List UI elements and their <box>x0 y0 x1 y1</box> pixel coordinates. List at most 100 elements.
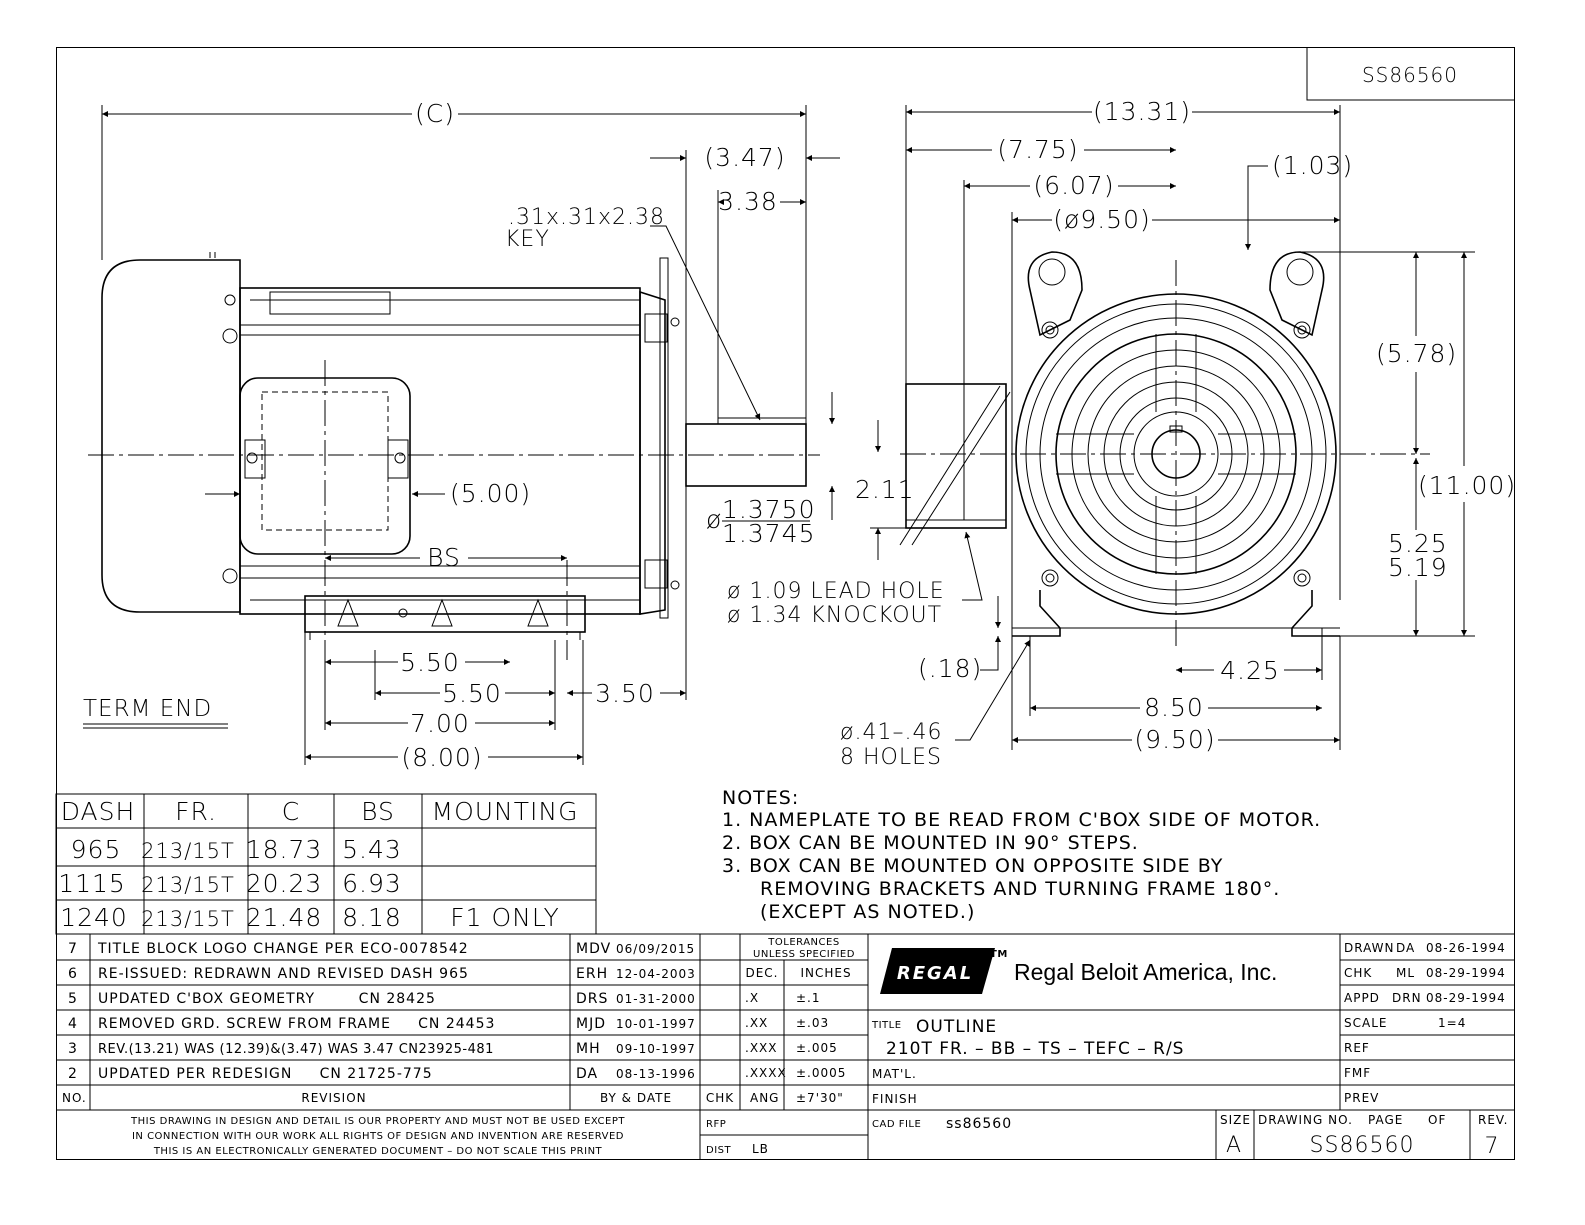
note-line: 2. BOX CAN BE MOUNTED IN 90° STEPS. <box>722 832 1139 854</box>
rev-header-chk: CHK <box>706 1091 734 1105</box>
rev-by: DA <box>576 1066 598 1082</box>
finish-label: FINISH <box>872 1092 918 1106</box>
key-size: .31x.31x2.38 <box>508 205 665 230</box>
knockout-text: ø 1.34 KNOCKOUT <box>727 603 942 628</box>
tol-val: ±.1 <box>796 991 821 1005</box>
dim-425: 4.25 <box>1220 656 1280 685</box>
rev-text: UPDATED C'BOX GEOMETRY CN 28425 <box>98 991 436 1007</box>
approval-label: DRAWN <box>1344 941 1395 955</box>
table-cell: 18.73 <box>246 835 323 864</box>
rev-header-revision: REVISION <box>301 1091 366 1105</box>
dim-850: 8.50 <box>1144 693 1204 722</box>
rev-by: ERH <box>576 966 608 982</box>
table-cell: 21.48 <box>246 903 323 932</box>
table-cell: 213/15T <box>141 873 235 897</box>
rev-no: 5 <box>68 991 78 1007</box>
dash-header-mounting: MOUNTING <box>432 797 579 826</box>
table-cell: 213/15T <box>141 907 235 931</box>
dim-211: 2.11 <box>855 475 915 504</box>
cad-file-label: CAD FILE <box>872 1119 921 1130</box>
tolerances-col-inches: INCHES <box>800 966 851 980</box>
tol-dec: ANG <box>750 1091 779 1105</box>
rev-text: REV.(13.21) WAS (12.39)&(3.47) WAS 3.47 … <box>98 1042 494 1057</box>
rev-header-no: NO. <box>62 1091 87 1105</box>
rev-no: 6 <box>68 966 78 982</box>
rev-by: MJD <box>576 1016 606 1032</box>
approval-label: PREV <box>1344 1091 1379 1105</box>
company-name: Regal Beloit America, Inc. <box>1014 959 1277 985</box>
approval-who: DA <box>1396 941 1415 955</box>
holes-dia: ø.41–.46 <box>840 720 942 745</box>
page-label: PAGE <box>1368 1113 1403 1127</box>
approval-label: CHK <box>1344 966 1372 980</box>
dash-header-fr: FR. <box>175 797 217 826</box>
table-cell: F1 ONLY <box>450 903 560 932</box>
dim-350: 3.50 <box>595 679 655 708</box>
scale-value: 1=4 <box>1438 1016 1466 1030</box>
rev-date: 06/09/2015 <box>616 942 695 956</box>
rev-text: TITLE BLOCK LOGO CHANGE PER ECO-0078542 <box>97 941 469 957</box>
dim-950-top: (ø9.50) <box>1053 205 1150 234</box>
table-cell: 213/15T <box>141 839 235 863</box>
note-line: 3. BOX CAN BE MOUNTED ON OPPOSITE SIDE B… <box>722 855 1223 877</box>
tolerances-col-dec: DEC. <box>745 966 778 980</box>
approval-date: 08-29-1994 <box>1426 966 1506 980</box>
title-label: TITLE <box>871 1020 902 1031</box>
dash-header-c: C <box>282 797 300 826</box>
title-block: 7 TITLE BLOCK LOGO CHANGE PER ECO-007854… <box>56 933 1515 1160</box>
rev-text: REMOVED GRD. SCREW FROM FRAME CN 24453 <box>98 1016 495 1032</box>
drawing-id-text: SS86560 <box>1362 63 1458 87</box>
rev-no: 2 <box>68 1066 78 1082</box>
approval-label: APPD <box>1344 991 1380 1005</box>
dim-c: (C) <box>415 99 455 128</box>
tol-val: ±.03 <box>796 1016 829 1030</box>
dim-338: 3.38 <box>718 187 778 216</box>
dim-500: (5.00) <box>450 479 531 508</box>
tol-dec: .XX <box>745 1016 768 1030</box>
rev-date: 01-31-2000 <box>616 992 696 1006</box>
shaft-dia-min: 1.3745 <box>722 519 815 548</box>
approval-date: 08-26-1994 <box>1426 941 1506 955</box>
drawing-id-box: SS86560 <box>1306 47 1515 101</box>
rev-text: UPDATED PER REDESIGN CN 21725-775 <box>98 1066 433 1082</box>
logo-tm: TM <box>990 949 1008 960</box>
table-cell: 8.18 <box>342 903 402 932</box>
holes-count: 8 HOLES <box>840 745 942 770</box>
rev-date: 08-13-1996 <box>616 1067 696 1081</box>
rev-date: 12-04-2003 <box>616 967 696 981</box>
dim-103: (1.03) <box>1272 151 1353 180</box>
note-line: 1. NAMEPLATE TO BE READ FROM C'BOX SIDE … <box>722 809 1321 831</box>
side-view-dimensions: (C) (3.47) 3.38 .31x.31x2.38 KEY (5.00) … <box>83 99 840 772</box>
approval-date: 08-29-1994 <box>1426 991 1506 1005</box>
matl-label: MAT'L. <box>872 1067 917 1081</box>
rev-label: REV. <box>1478 1113 1508 1127</box>
disclaimer-line: THIS DRAWING IN DESIGN AND DETAIL IS OUR… <box>130 1116 625 1127</box>
table-cell: 5.43 <box>342 835 402 864</box>
end-view <box>899 251 1430 650</box>
size-label: SIZE <box>1220 1113 1251 1127</box>
table-cell: 6.93 <box>342 869 402 898</box>
table-cell: 1115 <box>58 869 126 898</box>
tol-val: ±7'30" <box>796 1091 844 1105</box>
rev-by: MH <box>576 1041 601 1057</box>
approval-label: REF <box>1344 1041 1370 1055</box>
rev-date: 10-01-1997 <box>616 1017 696 1031</box>
lead-hole-text: ø 1.09 LEAD HOLE <box>727 579 945 604</box>
dash-header-bs: BS <box>361 797 395 826</box>
rev-header-by-date: BY & DATE <box>600 1091 672 1105</box>
rev-no: 7 <box>68 941 78 957</box>
tolerances-subtitle: UNLESS SPECIFIED <box>753 949 855 960</box>
of-label: OF <box>1428 1113 1446 1127</box>
dist-value: LB <box>752 1142 769 1156</box>
shaft-dia-max: 1.3750 <box>722 495 815 524</box>
dim-775: (7.75) <box>997 135 1078 164</box>
tolerances-title: TOLERANCES <box>767 937 839 948</box>
tol-val: ±.0005 <box>796 1066 846 1080</box>
term-end-label: TERM END <box>83 696 212 722</box>
rev-no: 3 <box>68 1041 78 1057</box>
shaft-dia-symbol: ø <box>706 505 722 534</box>
key-label: KEY <box>505 227 550 252</box>
tol-val: ±.005 <box>796 1041 838 1055</box>
tol-dec: .XXX <box>745 1041 777 1055</box>
